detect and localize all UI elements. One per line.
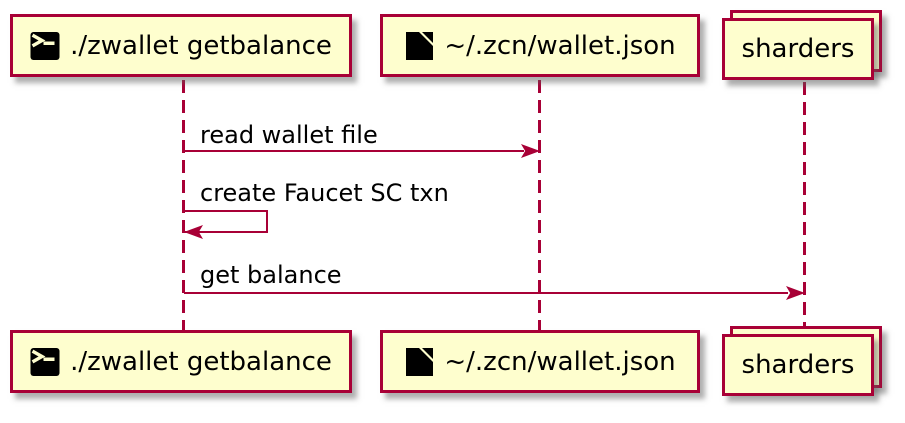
self-message-loop (184, 210, 268, 233)
message-label-get-balance: get balance (200, 261, 342, 289)
participant-zwallet-top: ./zwallet getbalance (10, 14, 352, 77)
terminal-icon (30, 31, 60, 60)
message-arrow-read-wallet-file (184, 149, 524, 153)
participant-wallet-file-top: ~/.zcn/wallet.json (380, 14, 700, 77)
participant-label: ~/.zcn/wallet.json (444, 30, 676, 61)
participant-label: ./zwallet getbalance (70, 346, 332, 377)
lifeline-zwallet (182, 80, 185, 330)
file-icon (406, 31, 434, 60)
participant-label: ~/.zcn/wallet.json (444, 346, 676, 377)
participant-label: sharders (741, 350, 855, 380)
message-label-create-faucet-txn: create Faucet SC txn (200, 179, 449, 207)
message-arrow-get-balance (184, 291, 788, 295)
participant-sharders-top: sharders (722, 10, 885, 83)
lifeline-wallet-file (538, 80, 541, 330)
participant-label: sharders (741, 34, 855, 64)
collections-front-box: sharders (722, 334, 874, 396)
file-icon (406, 347, 434, 376)
lifeline-sharders (803, 82, 806, 328)
participant-label: ./zwallet getbalance (70, 30, 332, 61)
participant-zwallet-bottom: ./zwallet getbalance (10, 330, 352, 393)
participant-wallet-file-bottom: ~/.zcn/wallet.json (380, 330, 700, 393)
collections-front-box: sharders (722, 18, 874, 80)
terminal-icon (30, 347, 60, 376)
arrowhead-right-icon (786, 286, 805, 300)
message-label-read-wallet-file: read wallet file (200, 121, 378, 149)
participant-sharders-bottom: sharders (722, 326, 885, 399)
